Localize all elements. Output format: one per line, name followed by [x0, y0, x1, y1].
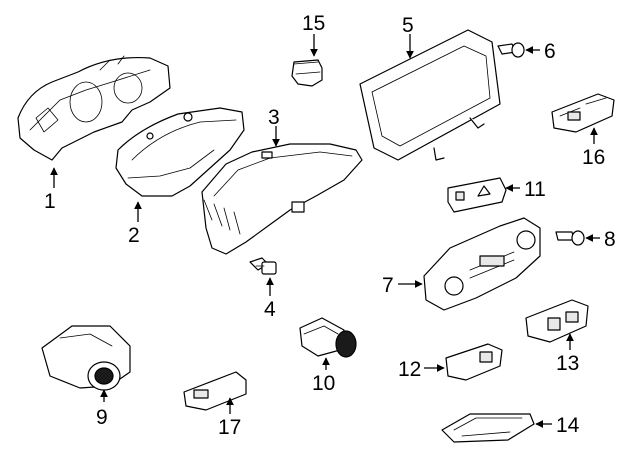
callout-16: 16 — [582, 146, 605, 169]
callout-5: 5 — [402, 14, 414, 37]
part-6-screw — [497, 42, 525, 58]
part-11-switch-panel — [447, 177, 507, 213]
part-14-tray — [441, 413, 535, 443]
part-8-screw — [555, 230, 585, 246]
part-4-bolt — [249, 257, 277, 275]
callout-12: 12 — [398, 358, 421, 381]
part-1-cluster-mask — [17, 55, 171, 161]
callout-4: 4 — [264, 298, 276, 321]
leader-lines — [50, 34, 600, 428]
callout-2: 2 — [128, 224, 140, 247]
callout-1: 1 — [44, 190, 56, 213]
part-13-switch — [525, 299, 589, 343]
part-3-cluster-housing — [201, 143, 363, 255]
callout-15: 15 — [302, 12, 325, 35]
callout-9: 9 — [96, 406, 108, 429]
part-12-switch — [445, 343, 503, 381]
callout-6: 6 — [544, 40, 556, 63]
part-17-bracket — [183, 371, 247, 411]
callout-3: 3 — [268, 106, 280, 129]
part-9-ignition — [41, 325, 131, 391]
callout-11: 11 — [524, 178, 546, 201]
callout-7: 7 — [382, 274, 394, 297]
part-15-switch — [291, 59, 323, 87]
part-7-climate-control — [423, 217, 541, 311]
part-10-start-button — [299, 317, 357, 358]
callout-labels: 1 2 3 4 5 6 7 8 9 10 11 12 13 14 15 16 1… — [44, 12, 616, 439]
callout-8: 8 — [604, 228, 616, 251]
callout-14: 14 — [556, 414, 580, 437]
part-5-display — [359, 29, 501, 161]
part-16-switch-bracket — [551, 93, 615, 133]
part-2-cluster-bezel — [115, 107, 245, 197]
callout-10: 10 — [312, 372, 335, 395]
callout-13: 13 — [556, 352, 579, 375]
callout-17: 17 — [218, 416, 241, 439]
